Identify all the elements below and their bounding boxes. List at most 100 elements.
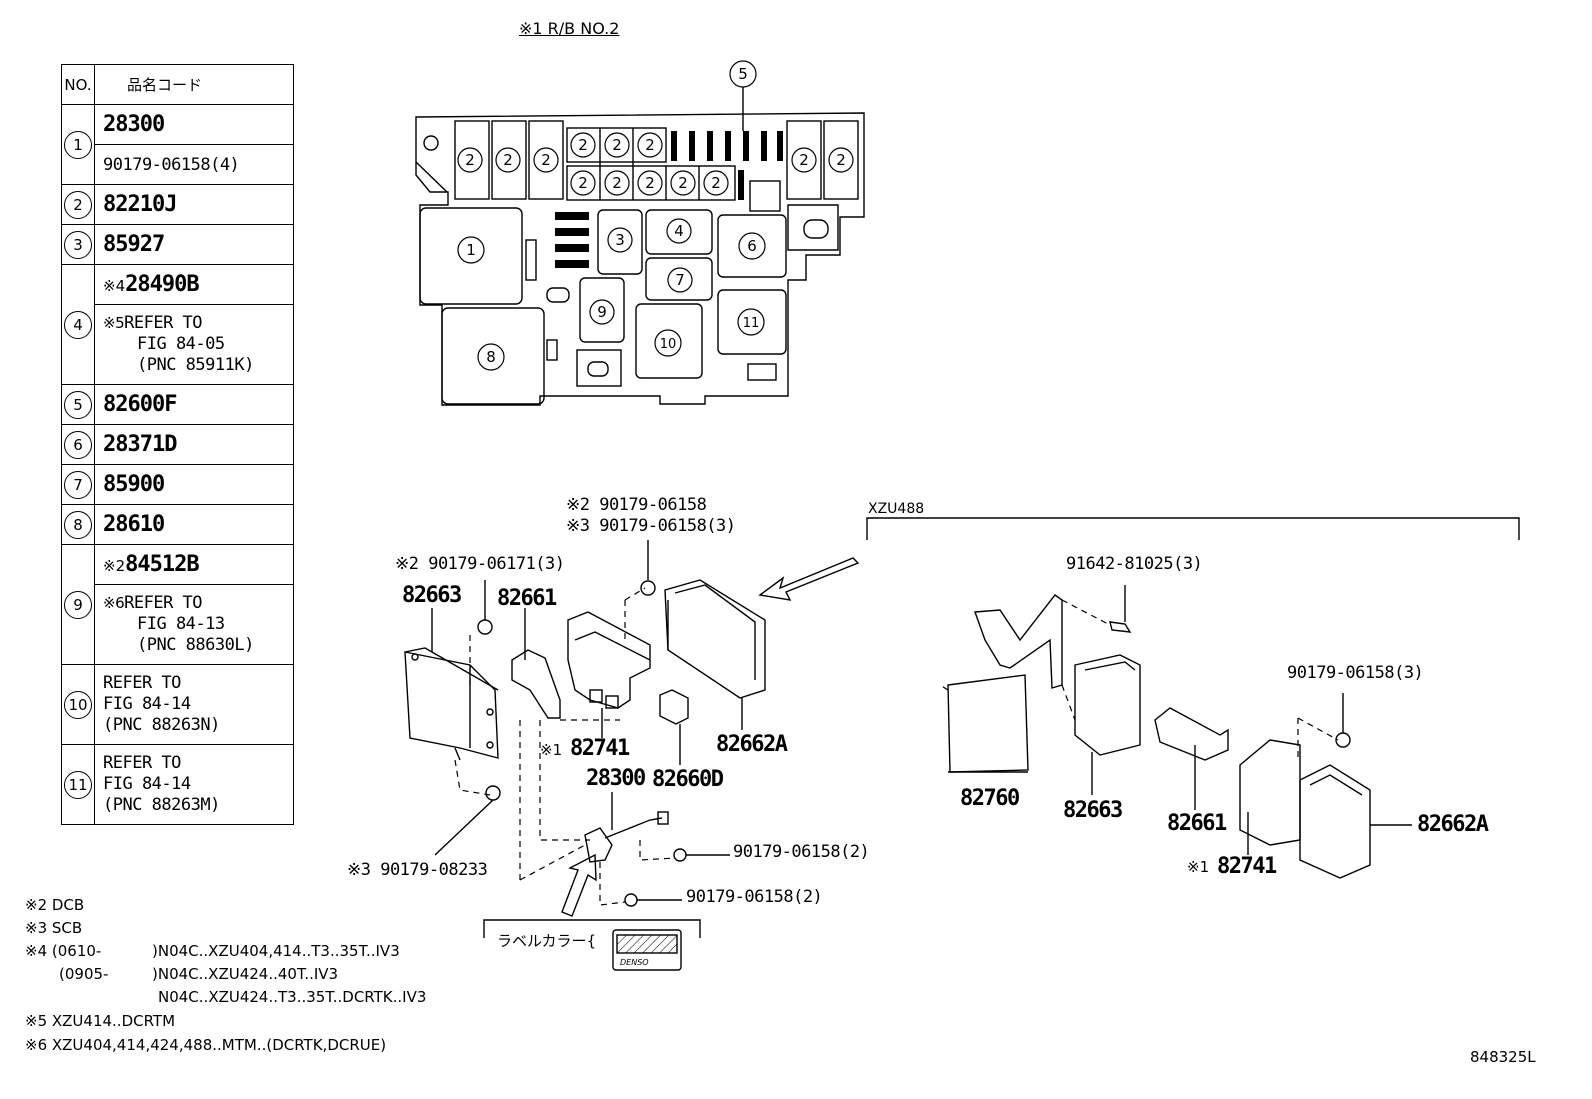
cover-82662A-right-drawing: [1299, 764, 1412, 879]
fuse-slots-left: [454, 120, 736, 201]
note-4c-desc: N04C..XZU424..T3..35T..DCRTK..IV3: [158, 988, 427, 1006]
part-mark-82741-right: ※1: [1187, 858, 1210, 876]
cover-82662A-drawing: [664, 579, 766, 730]
callout-3: 3: [615, 231, 625, 249]
row-no-3: 3: [64, 230, 92, 259]
callout-2: 2: [612, 174, 622, 192]
label-color-hatch: [616, 934, 678, 954]
note-4b-desc: )N04C..XZU424..40T..IV3: [152, 965, 339, 983]
assembly-dashed-lines-right: [939, 599, 1339, 760]
part-label-91642: 91642-81025(3): [1066, 554, 1203, 574]
part-label-90179-06158: ※2 90179-06158: [566, 495, 707, 515]
row-code: 84512B: [125, 552, 199, 577]
parts-legend-table: NO. 品名コード 1 28300 90179-06158(4) 2 82210…: [61, 64, 294, 825]
part-label-82741-right: 82741: [1217, 854, 1277, 879]
connector-28300-drawing: [584, 792, 669, 863]
figure-code: 848325L: [1470, 1048, 1536, 1066]
row-code: 82210J: [103, 192, 177, 217]
row-code: 82600F: [103, 392, 177, 417]
label-bracket: [483, 919, 701, 938]
mini-fuse-bars: [555, 131, 783, 268]
table-row: 90179-06158(4): [62, 144, 294, 185]
label-color-text: ラベルカラー{: [497, 932, 597, 950]
callout-2: 2: [711, 174, 721, 192]
row-no-6: 6: [64, 430, 92, 459]
row-no-9: 9: [64, 590, 92, 619]
note-5: ※5 XZU414..DCRTM: [25, 1012, 176, 1030]
callout-11: 11: [743, 316, 760, 331]
note-6: ※6 XZU404,414,424,488..MTM..(DCRTK,DCRUE…: [25, 1036, 387, 1054]
callout-2: 2: [465, 151, 475, 169]
part-label-82661: 82661: [497, 586, 557, 611]
callout-2: 2: [578, 174, 588, 192]
row-mark: ※4: [103, 277, 126, 295]
table-row: 6 28371D: [61, 424, 294, 465]
part-label-90179-06158-3: ※3 90179-06158(3): [566, 516, 736, 536]
part-label-82660d: 82660D: [652, 767, 724, 792]
row-no-7: 7: [64, 470, 92, 499]
part-label-82662a-right: 82662A: [1417, 812, 1489, 837]
xzu488-label: XZU488: [868, 501, 925, 517]
part-mark-82741: ※1: [540, 741, 563, 759]
callout-2: 2: [799, 151, 809, 169]
assembly-dashed-lines: [454, 587, 676, 906]
callout-10: 10: [660, 337, 677, 352]
arrow-icon: [561, 853, 597, 917]
label-color-box: [612, 929, 682, 971]
note-scb: ※3 SCB: [25, 919, 83, 937]
bolt-91642-drawing: [1109, 585, 1351, 748]
arrow-icon: [758, 557, 860, 601]
callout-5: 5: [738, 65, 748, 83]
callout-2: 2: [612, 136, 622, 154]
part-label-90179-08233: ※3 90179-08233: [347, 860, 488, 880]
xzu488-bracket: [866, 517, 1520, 540]
callout-2: 2: [645, 136, 655, 154]
row-code: 85900: [103, 472, 165, 497]
relay-sockets: [419, 207, 787, 405]
relay-callout-numbers: 5 2 2 2 2 2 2 2 2 2 2 2 2 2 1 8 3 4 7 6 …: [465, 65, 846, 366]
callout-1: 1: [466, 241, 476, 259]
bracket-82661-right-drawing: [1154, 707, 1229, 810]
callout-2: 2: [678, 174, 688, 192]
part-label-82661-right: 82661: [1167, 811, 1227, 836]
part-label-90179-06158-right: 90179-06158(3): [1287, 663, 1424, 683]
row-code: 28610: [103, 512, 165, 537]
row-code: 85927: [103, 232, 165, 257]
callout-9: 9: [597, 303, 607, 321]
nut-drawings: [434, 540, 730, 907]
part-label-28300: 28300: [586, 766, 646, 791]
note-dcb: ※2 DCB: [25, 896, 85, 914]
callout-4: 4: [674, 222, 684, 240]
relay-82741-right-drawing: [1239, 739, 1301, 855]
row-code: 90179-06158(4): [103, 154, 240, 175]
note-4b-date: (0905-: [59, 965, 109, 983]
callout-2: 2: [503, 151, 513, 169]
note-4-date: ※4 (0610-: [25, 942, 102, 960]
callout-2: 2: [836, 151, 846, 169]
callout-8: 8: [486, 348, 496, 366]
header-code: 品名コード: [127, 76, 203, 94]
block-82660D-drawing: [659, 689, 689, 765]
note-4-desc: )N04C..XZU404,414..T3..35T..IV3: [152, 942, 400, 960]
callout-2: 2: [578, 136, 588, 154]
row-code: 28300: [103, 112, 165, 137]
callout-6: 6: [747, 237, 757, 255]
relay-callout-circles: [457, 60, 854, 371]
part-label-bolt-a: 90179-06158(2): [733, 842, 870, 862]
callout-2: 2: [645, 174, 655, 192]
row-no-8: 8: [64, 510, 92, 539]
table-row: 5 82600F: [61, 384, 294, 425]
bracket-82760-drawing: [947, 594, 1063, 773]
table-row: 2 82210J: [61, 184, 294, 225]
table-row: 1 28300: [61, 104, 294, 185]
part-label-90179-06171: ※2 90179-06171(3): [395, 554, 565, 574]
table-header-row: NO. 品名コード: [61, 64, 294, 105]
row-no-5: 5: [64, 390, 92, 419]
part-label-bolt-b: 90179-06158(2): [686, 887, 823, 907]
